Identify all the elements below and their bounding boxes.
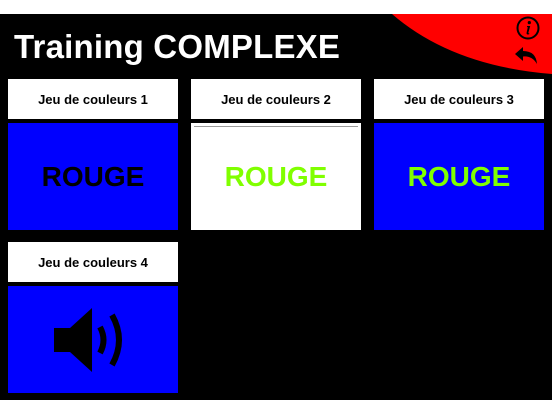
corner-decoration bbox=[392, 14, 552, 74]
color-set-card-3[interactable]: Jeu de couleurs 3 ROUGE bbox=[374, 79, 544, 231]
card-label: Jeu de couleurs 4 bbox=[8, 242, 178, 282]
app-screen: Training COMPLEXE Jeu de couleurs 1 ROUG… bbox=[0, 14, 552, 400]
card-audio-tile bbox=[8, 286, 178, 393]
info-icon[interactable] bbox=[516, 16, 540, 40]
color-set-card-4[interactable]: Jeu de couleurs 4 bbox=[8, 242, 178, 394]
card-word: ROUGE bbox=[41, 160, 145, 192]
speaker-icon bbox=[54, 307, 122, 372]
card-label: Jeu de couleurs 3 bbox=[374, 79, 544, 119]
card-label: Jeu de couleurs 2 bbox=[191, 79, 361, 119]
red-corner-shape bbox=[392, 14, 552, 74]
color-set-card-1[interactable]: Jeu de couleurs 1 ROUGE bbox=[8, 79, 178, 231]
page-title: Training COMPLEXE bbox=[14, 28, 341, 65]
color-set-card-2[interactable]: Jeu de couleurs 2 ROUGE bbox=[191, 79, 361, 231]
card-word-tile: ROUGE bbox=[374, 123, 544, 230]
card-word-tile: ROUGE bbox=[191, 123, 361, 230]
card-label: Jeu de couleurs 1 bbox=[8, 79, 178, 119]
back-arrow-icon[interactable] bbox=[514, 45, 540, 67]
card-word: ROUGE bbox=[407, 160, 511, 192]
card-word-tile: ROUGE bbox=[8, 123, 178, 230]
card-word: ROUGE bbox=[224, 160, 328, 192]
